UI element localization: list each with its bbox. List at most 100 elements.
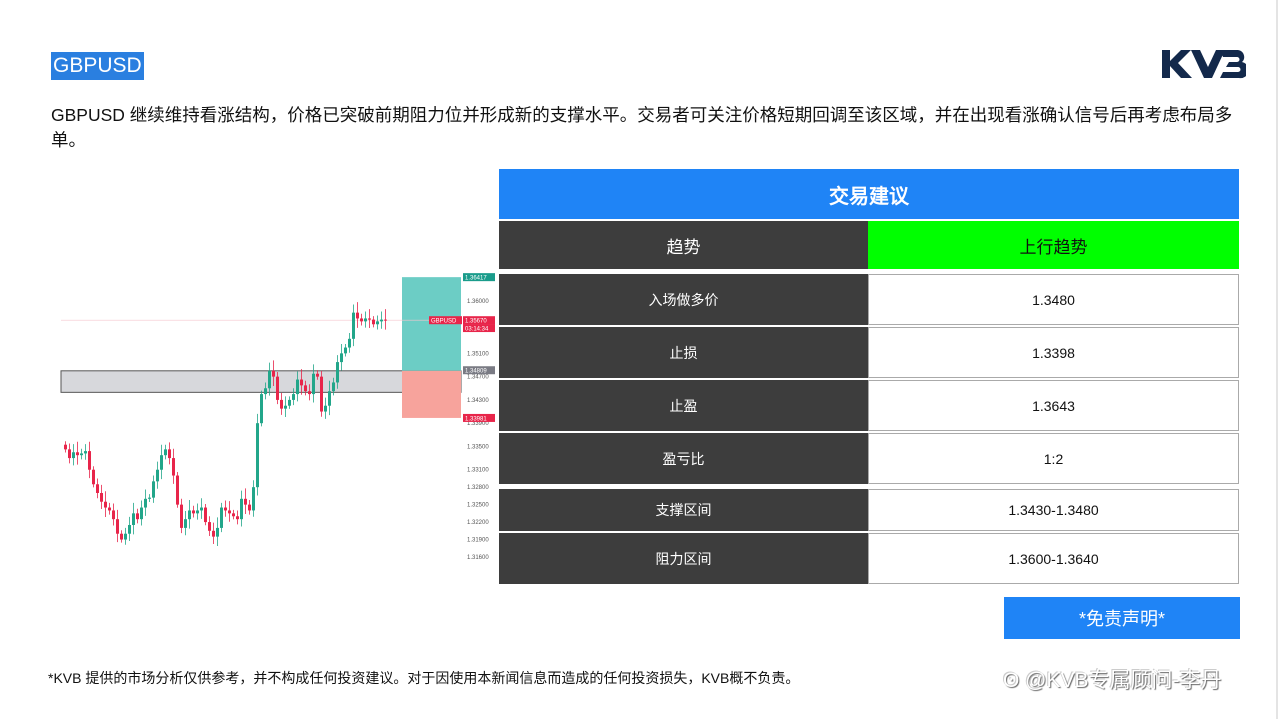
candle-body xyxy=(280,399,283,409)
candle-body xyxy=(376,321,379,325)
weibo-icon: ʘ xyxy=(1003,669,1026,692)
stop-loss-value: 1.3398 xyxy=(868,327,1239,378)
axis-tick-label: 1.33500 xyxy=(467,444,489,450)
candle-body xyxy=(120,533,123,540)
entry-price-label: 1.34809 xyxy=(465,369,487,375)
candle-body xyxy=(108,507,111,511)
stop-zone xyxy=(402,370,461,418)
trend-value: 上行趋势 xyxy=(868,221,1239,269)
candle-body xyxy=(328,391,331,406)
candle-body xyxy=(140,507,143,520)
axis-tick-label: 1.32200 xyxy=(467,520,489,526)
candle-body xyxy=(284,405,287,409)
axis-tick-label: 1.33900 xyxy=(467,421,489,427)
candle-body xyxy=(72,452,75,459)
candle-body xyxy=(116,519,119,534)
axis-tick-label: 1.33100 xyxy=(467,468,489,474)
candle-body xyxy=(192,510,195,514)
disclaimer-footnote: *KVB 提供的市场分析仅供参考，并不构成任何投资建议。对于因使用本新闻信息而造… xyxy=(48,670,800,686)
support-zone xyxy=(60,370,462,393)
candle-body xyxy=(368,318,371,320)
candle-body xyxy=(276,376,279,400)
candle-body xyxy=(196,510,199,514)
candle-body xyxy=(300,379,303,386)
table-header: 交易建议 xyxy=(499,169,1239,219)
kvb-logo xyxy=(1160,48,1249,85)
candle-body xyxy=(292,394,295,400)
candle-body xyxy=(324,405,327,412)
watermark: ʘ @KVB专属顾问-李丹 xyxy=(1003,664,1222,694)
candle-body xyxy=(336,362,339,383)
candle-body xyxy=(316,373,319,377)
axis-tick-label: 1.34300 xyxy=(467,398,489,404)
candle-body xyxy=(76,452,79,456)
candle-body xyxy=(88,451,91,470)
candle-body xyxy=(272,370,275,377)
candle-body xyxy=(128,524,131,534)
candle-body xyxy=(64,444,67,450)
candle-body xyxy=(84,451,87,454)
entry-label: 入场做多价 xyxy=(499,274,868,325)
candle-body xyxy=(152,481,155,498)
candle-body xyxy=(188,510,191,520)
candle-body xyxy=(296,379,299,395)
candle-body xyxy=(264,388,267,395)
target-price-label: 1.36417 xyxy=(465,276,487,282)
candle-body xyxy=(248,504,251,511)
candle-body xyxy=(124,533,127,540)
symbol-label: GBPUSD xyxy=(431,319,457,325)
candle-body xyxy=(224,507,227,511)
candle-body xyxy=(308,391,311,395)
target-price-label-bg xyxy=(463,273,495,282)
current-price-label-bg xyxy=(463,316,495,325)
candle-body xyxy=(240,498,243,520)
candle-body xyxy=(200,507,203,511)
resistance-label: 阻力区间 xyxy=(499,533,868,584)
candle-body xyxy=(208,522,211,531)
take-profit-value: 1.3643 xyxy=(868,380,1239,431)
candle-body xyxy=(136,513,139,520)
candle-body xyxy=(212,530,215,537)
support-value: 1.3430-1.3480 xyxy=(868,489,1239,531)
analysis-summary: GBPUSD 继续维持看涨结构，价格已突破前期阻力位并形成新的支撑水平。交易者可… xyxy=(51,105,1233,150)
candle-body xyxy=(236,516,239,520)
axis-tick-label: 1.32800 xyxy=(467,485,489,491)
candle-body xyxy=(80,453,83,456)
candle-body xyxy=(372,319,375,325)
candle-body xyxy=(172,458,175,476)
candle-body xyxy=(332,382,335,392)
countdown-label: 03:14:34 xyxy=(465,327,489,333)
candle-body xyxy=(304,385,307,392)
axis-tick-label: 1.31600 xyxy=(467,555,489,561)
candle-body xyxy=(312,373,315,395)
axis-tick-label: 1.34700 xyxy=(467,375,489,381)
entry-price-label-bg xyxy=(463,366,495,375)
symbol-label-bg xyxy=(429,316,462,325)
candle-body xyxy=(68,449,71,459)
candle-body xyxy=(364,318,367,322)
candle-body xyxy=(112,510,115,520)
disclaimer-button[interactable]: *免责声明* xyxy=(1004,597,1240,639)
candle-body xyxy=(100,492,103,502)
candle-body xyxy=(156,469,159,482)
candle-body xyxy=(380,319,383,322)
stop-loss-label: 止损 xyxy=(499,327,868,378)
candle-body xyxy=(348,338,351,348)
price-chart: 1.360001.351001.347001.343001.339001.335… xyxy=(60,273,495,561)
axis-tick-label: 1.32500 xyxy=(467,503,489,509)
trend-row: 趋势 上行趋势 xyxy=(499,221,1239,269)
candle-body xyxy=(340,353,343,363)
candle-body xyxy=(260,394,263,424)
symbol-title: GBPUSD xyxy=(51,52,144,80)
candle-body xyxy=(164,449,167,456)
candle-body xyxy=(344,347,347,354)
risk-reward-label: 盈亏比 xyxy=(499,433,868,484)
support-label: 支撑区间 xyxy=(499,489,868,531)
axis-tick-label: 1.35100 xyxy=(467,351,489,357)
candle-body xyxy=(144,498,147,508)
